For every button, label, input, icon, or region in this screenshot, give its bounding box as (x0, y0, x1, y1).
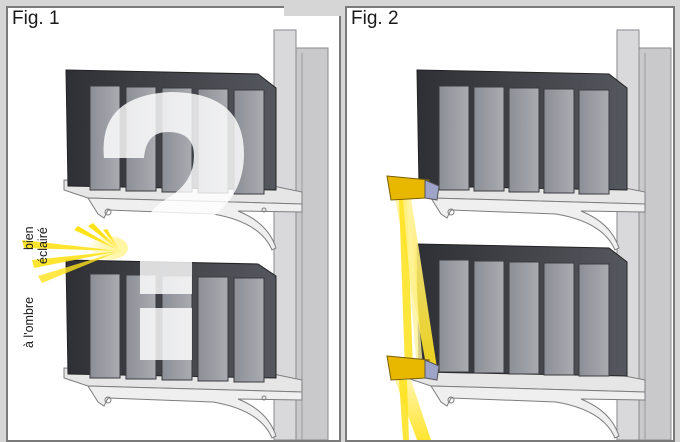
bottom-binders (416, 243, 628, 377)
figure-1-drawing (22, 29, 329, 440)
background-strip (284, 0, 344, 16)
figure-2-drawing (386, 29, 672, 440)
figure-2-label: Fig. 2 (351, 8, 399, 29)
question-mark-icon (103, 92, 245, 360)
figure-1-panel: Fig. 1 (6, 6, 341, 442)
annotation-a-lombre: à l'ombre (22, 296, 36, 348)
light-rays-lower (395, 380, 431, 440)
figure-1-label: Fig. 1 (12, 8, 60, 29)
light-rays-upper (395, 198, 437, 370)
top-binders (416, 69, 628, 195)
lamp-icon (386, 175, 440, 201)
annotation-eclaire: éclairé (36, 227, 50, 264)
light-rays (22, 223, 128, 283)
bottom-shelf (406, 367, 646, 439)
annotation-bien: bien (22, 226, 36, 250)
wall-upright (273, 29, 329, 440)
bottom-binders (65, 259, 277, 383)
figure-2-panel: Fig. 2 (345, 6, 675, 442)
lamp-icon (386, 355, 440, 381)
